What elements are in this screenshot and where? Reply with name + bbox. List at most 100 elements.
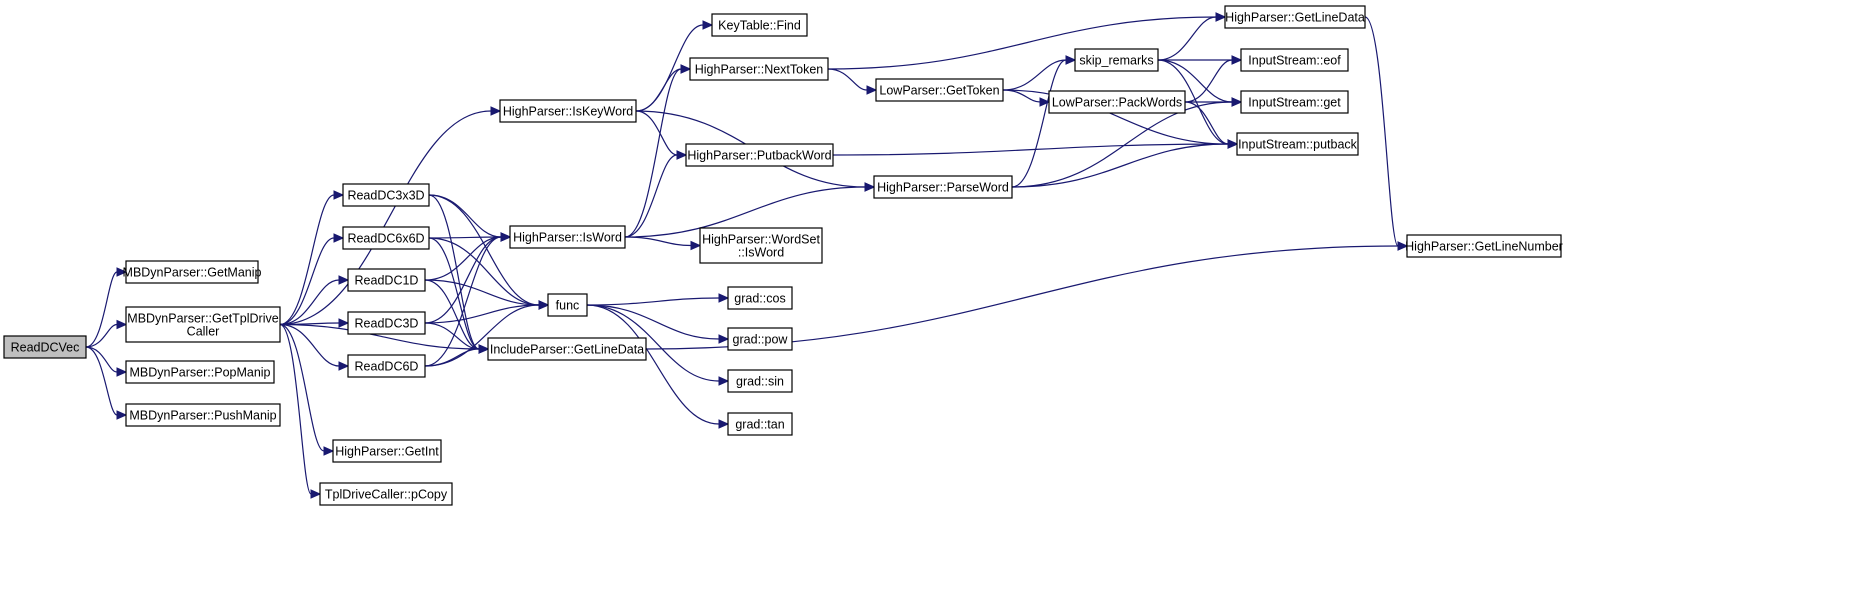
node-label-get: InputStream::get [1248,96,1341,110]
node-getlinenumber[interactable]: HighParser::GetLineNumber [1405,234,1563,258]
node-eof[interactable]: InputStream::eof [1240,48,1349,72]
arrowhead-func-to-gradtan [718,419,730,429]
edge-gettoken-to-skipremarks [1002,59,1067,91]
node-readdc6d[interactable]: ReadDC6D [347,354,426,378]
node-box-readdc1d [347,268,426,292]
node-putbackword[interactable]: HighParser::PutbackWord [685,143,834,167]
node-label-getmanip: MBDynParser::GetManip [123,266,262,280]
arrowhead-readdc6d-to-func [538,300,550,310]
node-readdc3d[interactable]: ReadDC3D [347,311,426,335]
node-label-pushmanip: MBDynParser::PushManip [129,409,276,423]
edge-gettpldrivecaller-to-readdc6d [279,323,340,367]
edge-func-to-gradtan [586,304,720,425]
node-gettoken[interactable]: LowParser::GetToken [875,78,1004,102]
node-iskeyword[interactable]: HighParser::IsKeyWord [499,99,637,123]
edge-gettpldrivecaller-to-pcopy [279,323,312,495]
node-label-eof: InputStream::eof [1248,54,1341,68]
edge-iskeyword-to-putbackword [635,110,678,156]
node-skipremarks[interactable]: skip_remarks [1074,48,1159,72]
node-popmanip[interactable]: MBDynParser::PopManip [125,360,275,384]
arrowhead-gettpldrivecaller-to-iskeyword [490,106,502,116]
node-label-nexttoken: HighParser::NextToken [695,63,824,77]
node-label-getlinenumber: HighParser::GetLineNumber [1405,240,1563,254]
node-label-readdcvec: ReadDCVec [11,341,80,355]
node-isword[interactable]: HighParser::IsWord [509,225,626,249]
arrowhead-gettpldrivecaller-to-readdc3x3d [333,190,345,200]
node-parseword[interactable]: HighParser::ParseWord [873,175,1013,199]
edge-readdc6x6d-to-func [428,237,540,306]
node-gradtan[interactable]: grad::tan [727,412,793,436]
edge-nexttoken-to-hpgetlinedata [827,16,1217,70]
arrowhead-isword-to-wordsetisword [690,240,702,251]
node-readdcvec[interactable]: ReadDCVec [3,335,87,359]
node-get[interactable]: InputStream::get [1240,90,1349,114]
node-label-hpgetlinedata: HighParser::GetLineData [1225,11,1365,25]
node-box-incgetlinedata [487,337,647,361]
node-gradpow[interactable]: grad::pow [727,327,793,351]
edge-isword-to-putbackword [624,154,678,238]
node-box-getint [332,439,442,463]
node-readdc6x6d[interactable]: ReadDC6x6D [342,226,430,250]
nodes-layer: ReadDCVec MBDynParser::GetManipMBDynParse… [3,5,1563,506]
node-label-incgetlinedata: IncludeParser::GetLineData [490,343,644,357]
node-readdc3x3d[interactable]: ReadDC3x3D [342,183,430,207]
edge-gettpldrivecaller-to-readdc3x3d [279,194,335,326]
arrowhead-readdcvec-to-gettpldrivecaller [116,319,128,330]
arrowhead-readdc6d-to-isword [500,232,512,242]
node-box-packwords [1048,90,1186,114]
node-label-readdc1d: ReadDC1D [355,274,419,288]
node-getmanip[interactable]: MBDynParser::GetManip [123,260,262,284]
edge-parseword-to-putback [1011,143,1229,188]
node-box-isword [509,225,626,249]
node-getint[interactable]: HighParser::GetInt [332,439,442,463]
edge-packwords-to-eof [1184,59,1233,103]
edge-isword-to-wordsetisword [624,236,692,247]
node-find[interactable]: KeyTable::Find [711,13,808,37]
node-label-skipremarks: skip_remarks [1079,54,1153,68]
edge-readdc3d-to-func [424,304,540,324]
node-box-nexttoken [689,57,829,81]
arrowhead-func-to-gradsin [718,376,730,386]
edge-hpgetlinedata-to-getlinenumber [1364,16,1399,247]
node-packwords[interactable]: LowParser::PackWords [1048,90,1186,114]
arrowhead-skipremarks-to-hpgetlinedata [1215,12,1227,22]
node-box-find [711,13,808,37]
edge-gettoken-to-putback [1002,89,1229,145]
node-box-gradsin [727,369,793,393]
edge-readdc3x3d-to-incgetlinedata [428,194,480,350]
node-label-wordsetisword-line1: HighParser::WordSet [702,233,820,247]
edge-func-to-gradpow [586,304,720,340]
node-box-popmanip [125,360,275,384]
node-box-readdcvec [3,335,87,359]
node-box-gradcos [727,286,793,310]
node-label-gradpow: grad::pow [733,333,789,347]
node-gradcos[interactable]: grad::cos [727,286,793,310]
edge-readdc6d-to-incgetlinedata [424,348,480,367]
arrowhead-readdcvec-to-popmanip [116,367,128,377]
node-readdc1d[interactable]: ReadDC1D [347,268,426,292]
edge-func-to-gradcos [586,297,720,306]
node-putback[interactable]: InputStream::putback [1236,132,1359,156]
node-func[interactable]: func [547,293,588,317]
edge-readdc3d-to-isword [424,236,502,324]
edges-layer [85,12,1409,499]
node-box-pcopy [319,482,453,506]
node-pushmanip[interactable]: MBDynParser::PushManip [125,403,281,427]
arrowhead-packwords-to-eof [1231,55,1243,65]
node-incgetlinedata[interactable]: IncludeParser::GetLineData [487,337,647,361]
node-gradsin[interactable]: grad::sin [727,369,793,393]
node-pcopy[interactable]: TplDriveCaller::pCopy [319,482,453,506]
node-wordsetisword[interactable]: HighParser::WordSet::IsWord [699,227,823,264]
arrowhead-gettpldrivecaller-to-readdc3d [338,318,350,328]
edge-putbackword-to-putback [832,143,1229,156]
arrowhead-isword-to-putbackword [676,150,688,160]
node-nexttoken[interactable]: HighParser::NextToken [689,57,829,81]
node-hpgetlinedata[interactable]: HighParser::GetLineData [1224,5,1366,29]
arrowhead-gettpldrivecaller-to-readdc1d [338,275,350,285]
node-label-readdc6d: ReadDC6D [355,360,419,374]
edge-gettpldrivecaller-to-readdc6x6d [279,237,335,326]
node-box-skipremarks [1074,48,1159,72]
node-label-gettpldrivecaller-line2: Caller [187,325,220,339]
edge-readdc6d-to-isword [424,236,502,367]
